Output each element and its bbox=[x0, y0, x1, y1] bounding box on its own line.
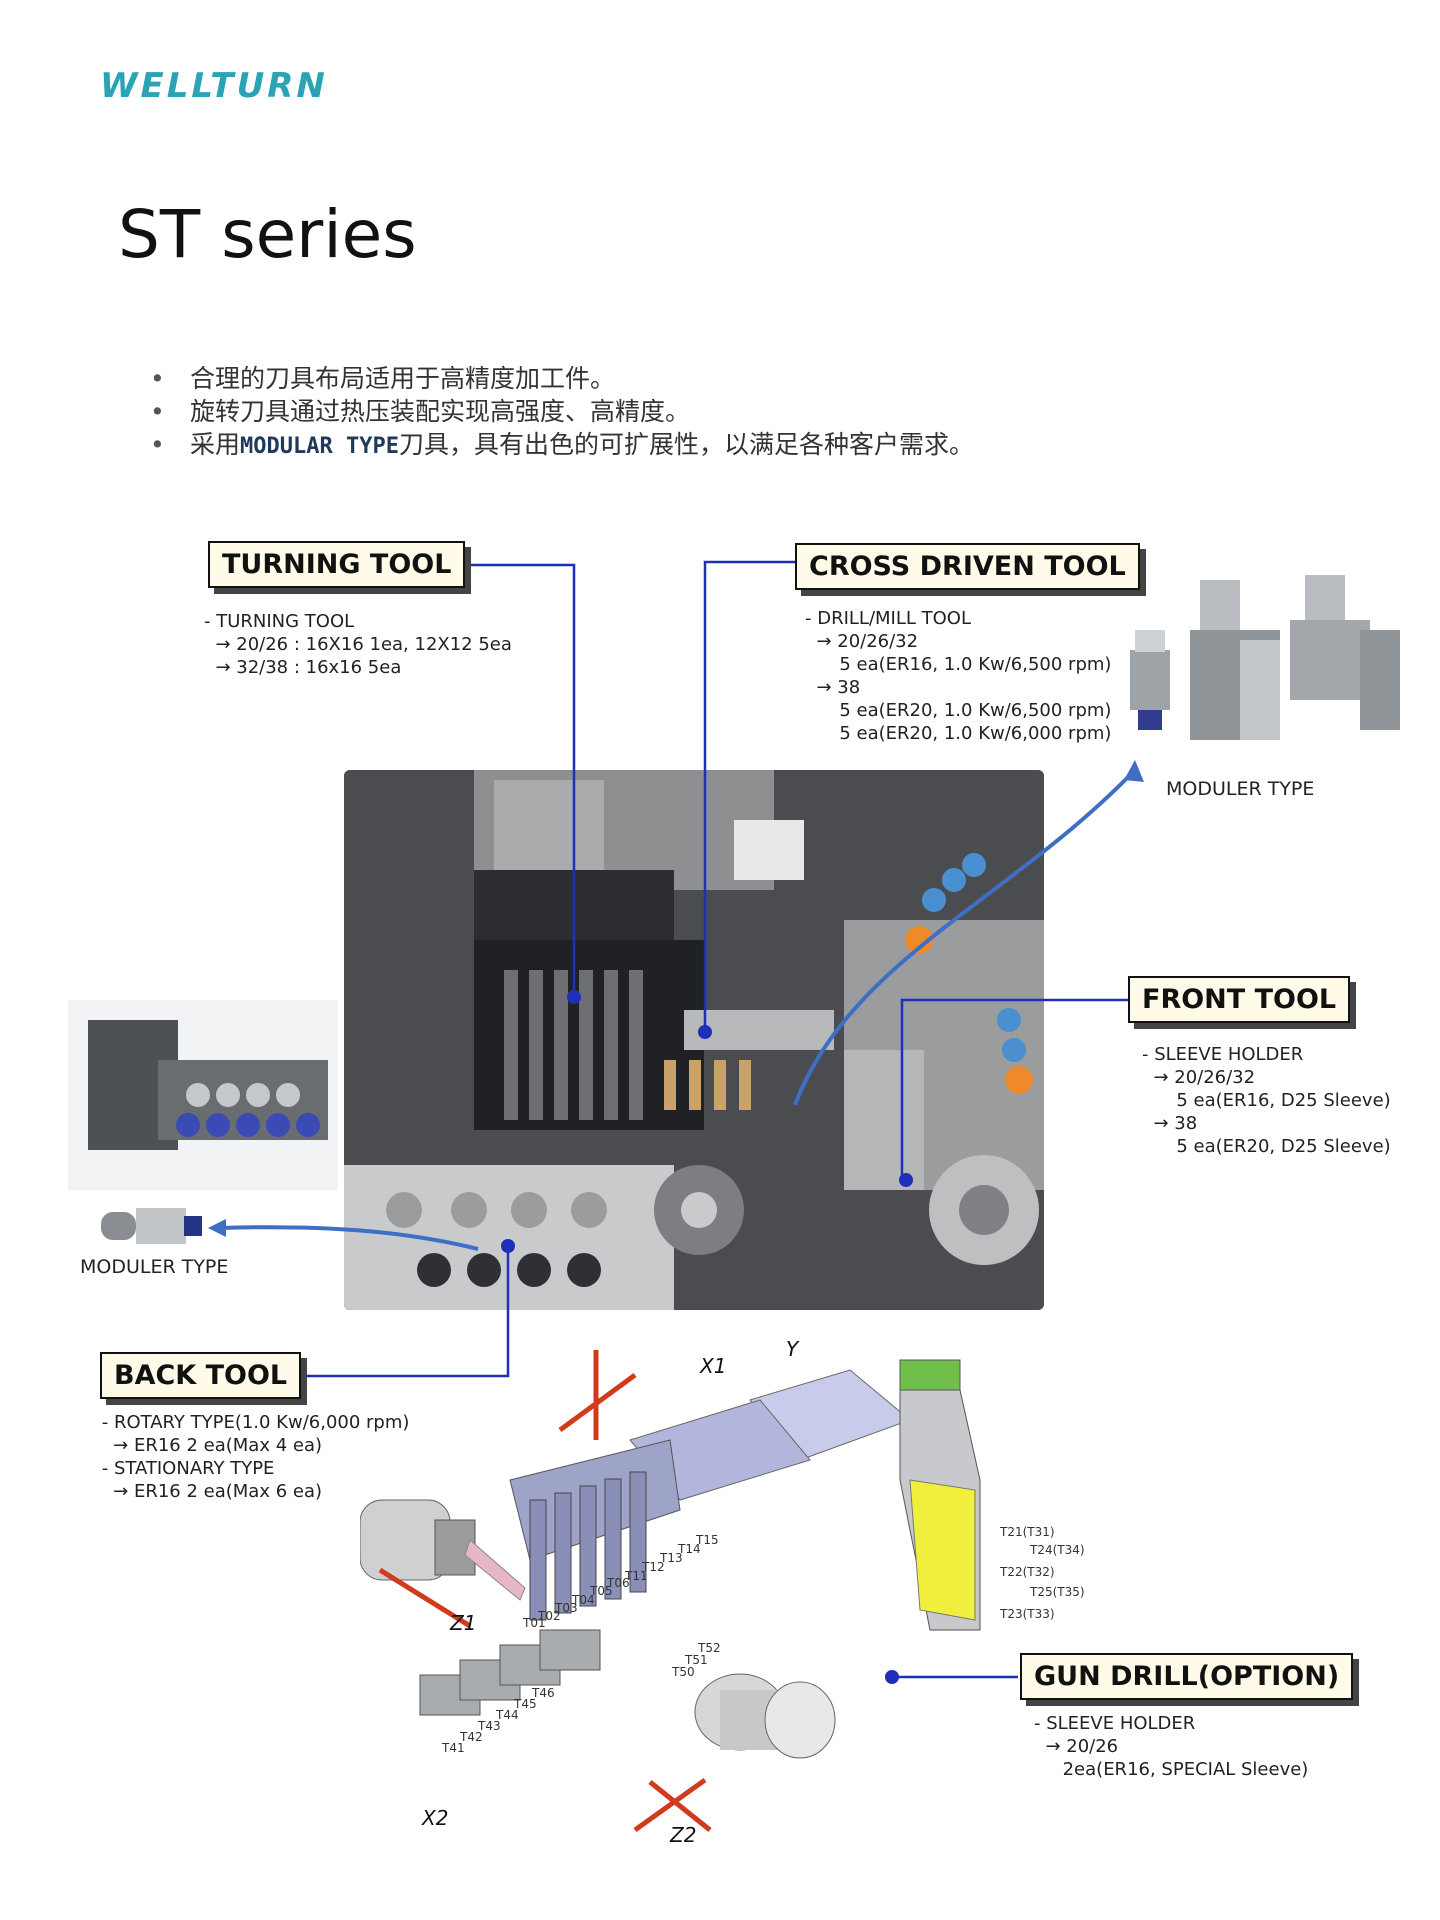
tool-number: T22(T32) bbox=[999, 1565, 1055, 1579]
tool-number: T13 bbox=[659, 1551, 683, 1565]
axis-z2: Z2 bbox=[669, 1823, 696, 1847]
gun-drill-label: GUN DRILL(OPTION) bbox=[1020, 1653, 1354, 1700]
drill-mill-module-image-2 bbox=[1290, 575, 1400, 730]
page-title: ST series bbox=[118, 196, 417, 273]
drill-mill-module-image bbox=[1190, 580, 1280, 740]
moduler-type-right-image bbox=[1130, 575, 1400, 740]
feature-list: 合理的刀具布局适用于高精度加工件。 旋转刀具通过热压装配实现高强度、高精度。 采… bbox=[150, 362, 974, 463]
axis-x2: X2 bbox=[421, 1806, 448, 1830]
turning-tool-label: TURNING TOOL bbox=[208, 541, 466, 588]
tool-number: T45 bbox=[513, 1697, 537, 1711]
axis-y: Y bbox=[786, 1337, 800, 1361]
tool-number: T01 bbox=[522, 1616, 546, 1630]
tool-number: T12 bbox=[641, 1560, 665, 1574]
sleeve-holder-module-image bbox=[1130, 630, 1170, 730]
gun-drill-desc: - SLEEVE HOLDER → 20/26 2ea(ER16, SPECIA… bbox=[1034, 1713, 1309, 1780]
front-tool-desc: - SLEEVE HOLDER → 20/26/32 5 ea(ER16, D2… bbox=[1142, 1044, 1391, 1157]
feature-item: 合理的刀具布局适用于高精度加工件。 bbox=[150, 362, 974, 395]
feature-text: 合理的刀具布局适用于高精度加工件。 bbox=[190, 364, 616, 393]
tool-number: T03 bbox=[554, 1601, 578, 1615]
tool-number: T15 bbox=[695, 1533, 719, 1547]
feature-text: 采用 bbox=[190, 430, 241, 459]
feature-text: 旋转刀具通过热压装配实现高强度、高精度。 bbox=[190, 397, 691, 426]
feature-text: 刀具，具有出色的可扩展性，以满足各种客户需求。 bbox=[398, 430, 974, 459]
front-tool-label: FRONT TOOL bbox=[1128, 976, 1351, 1023]
tool-number: T24(T34) bbox=[1029, 1543, 1085, 1557]
tool-number: T52 bbox=[697, 1641, 721, 1655]
tool-number: T11 bbox=[624, 1569, 648, 1583]
tool-number: T25(T35) bbox=[1029, 1585, 1085, 1599]
tool-number: T21(T31) bbox=[999, 1525, 1055, 1539]
wellturn-logo: WELLTURN bbox=[100, 66, 328, 106]
tool-number: T44 bbox=[495, 1708, 519, 1722]
cross-driven-tool-label: CROSS DRIVEN TOOL bbox=[795, 543, 1140, 590]
tool-layout-diagram: X1 Y Z1 X2 Z2 T01 T02 T03 T04 T05 T06 T1… bbox=[360, 1337, 1085, 1847]
tool-number: T05 bbox=[589, 1584, 613, 1598]
tool-number: T02 bbox=[537, 1609, 561, 1623]
tool-number: T23(T33) bbox=[999, 1607, 1055, 1621]
feature-item: 旋转刀具通过热压装配实现高强度、高精度。 bbox=[150, 395, 974, 428]
tool-number: T50 bbox=[671, 1665, 695, 1679]
tool-number: T14 bbox=[677, 1542, 701, 1556]
back-tool-desc: - ROTARY TYPE(1.0 Kw/6,000 rpm) → ER16 2… bbox=[101, 1412, 410, 1502]
feature-item: 采用MODULAR TYPE刀具，具有出色的可扩展性，以满足各种客户需求。 bbox=[150, 428, 974, 463]
tool-number: T42 bbox=[459, 1730, 483, 1744]
tool-number: T04 bbox=[571, 1593, 595, 1607]
tool-number: T46 bbox=[531, 1686, 555, 1700]
turning-tool-desc: - TURNING TOOL → 20/26 : 16X16 1ea, 12X1… bbox=[204, 611, 512, 678]
axis-x1: X1 bbox=[699, 1354, 726, 1378]
machine-photo bbox=[344, 770, 1044, 1310]
moduler-type-right-label: MODULER TYPE bbox=[1166, 778, 1315, 800]
moduler-type-left-label: MODULER TYPE bbox=[80, 1256, 229, 1278]
tool-number: T51 bbox=[684, 1653, 708, 1667]
modular-type-emphasis: MODULAR TYPE bbox=[240, 434, 399, 459]
axis-z1: Z1 bbox=[449, 1611, 476, 1635]
tool-number: T41 bbox=[441, 1741, 465, 1755]
back-tool-label: BACK TOOL bbox=[100, 1352, 302, 1399]
moduler-type-left-image bbox=[68, 1000, 338, 1190]
tool-number: T43 bbox=[477, 1719, 501, 1733]
rotary-tool-image bbox=[101, 1208, 202, 1244]
cross-driven-tool-desc: - DRILL/MILL TOOL → 20/26/32 5 ea(ER16, … bbox=[805, 608, 1112, 744]
tool-number: T06 bbox=[606, 1576, 630, 1590]
